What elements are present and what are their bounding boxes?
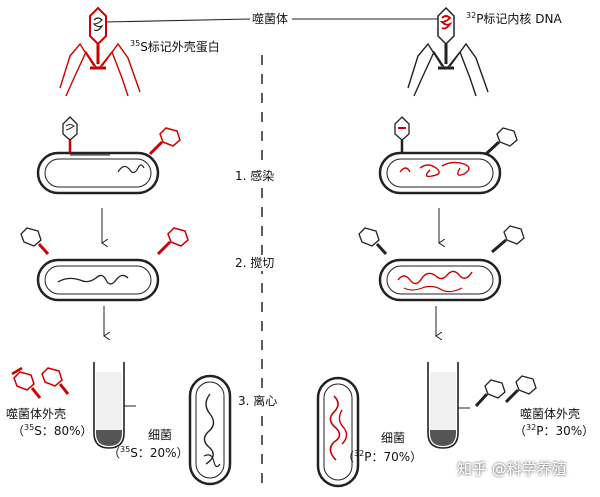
label-35s-coat: 35S标记外壳蛋白 xyxy=(130,39,220,55)
bacterium-infect-right xyxy=(378,116,518,195)
free-phage-coats-right xyxy=(474,375,537,408)
right-pellet-label: 细菌 xyxy=(381,431,406,445)
bacterium-infect-left xyxy=(36,116,181,195)
bacterium-blend-right xyxy=(358,225,525,302)
bacterium-pellet-right xyxy=(316,376,360,488)
centrifuge-tube-left xyxy=(93,362,136,449)
left-supernatant-label: 噬菌体外壳 xyxy=(6,407,67,421)
title-line-left xyxy=(105,18,251,23)
step-infect: 1. 感染 xyxy=(235,168,275,184)
bacterium-blend-left xyxy=(20,227,189,302)
free-phage-coats-left xyxy=(11,366,70,399)
left-pellet-value: （35S：20%） xyxy=(108,445,189,461)
step-blend: 2. 搅切 xyxy=(235,255,275,271)
step-centrifuge: 3. 离心 xyxy=(238,393,278,409)
centrifuge-tube-right xyxy=(427,362,470,449)
right-supernatant-label: 噬菌体外壳 xyxy=(520,407,581,421)
title-label: 噬菌体 xyxy=(252,12,289,26)
phage-32p-large xyxy=(407,6,489,97)
right-supernatant-value: （32P：30%） xyxy=(514,423,595,439)
phage-35s-large xyxy=(59,6,141,97)
watermark: 知乎 @科学养殖 xyxy=(457,460,567,478)
left-supernatant-value: （35S：80%） xyxy=(12,423,93,439)
label-32p-dna: 32P标记内核 DNA xyxy=(466,11,562,27)
right-pellet-value: （32P：70%） xyxy=(342,449,423,465)
left-pellet-label: 细菌 xyxy=(148,428,173,442)
bacterium-pellet-left xyxy=(188,374,232,486)
